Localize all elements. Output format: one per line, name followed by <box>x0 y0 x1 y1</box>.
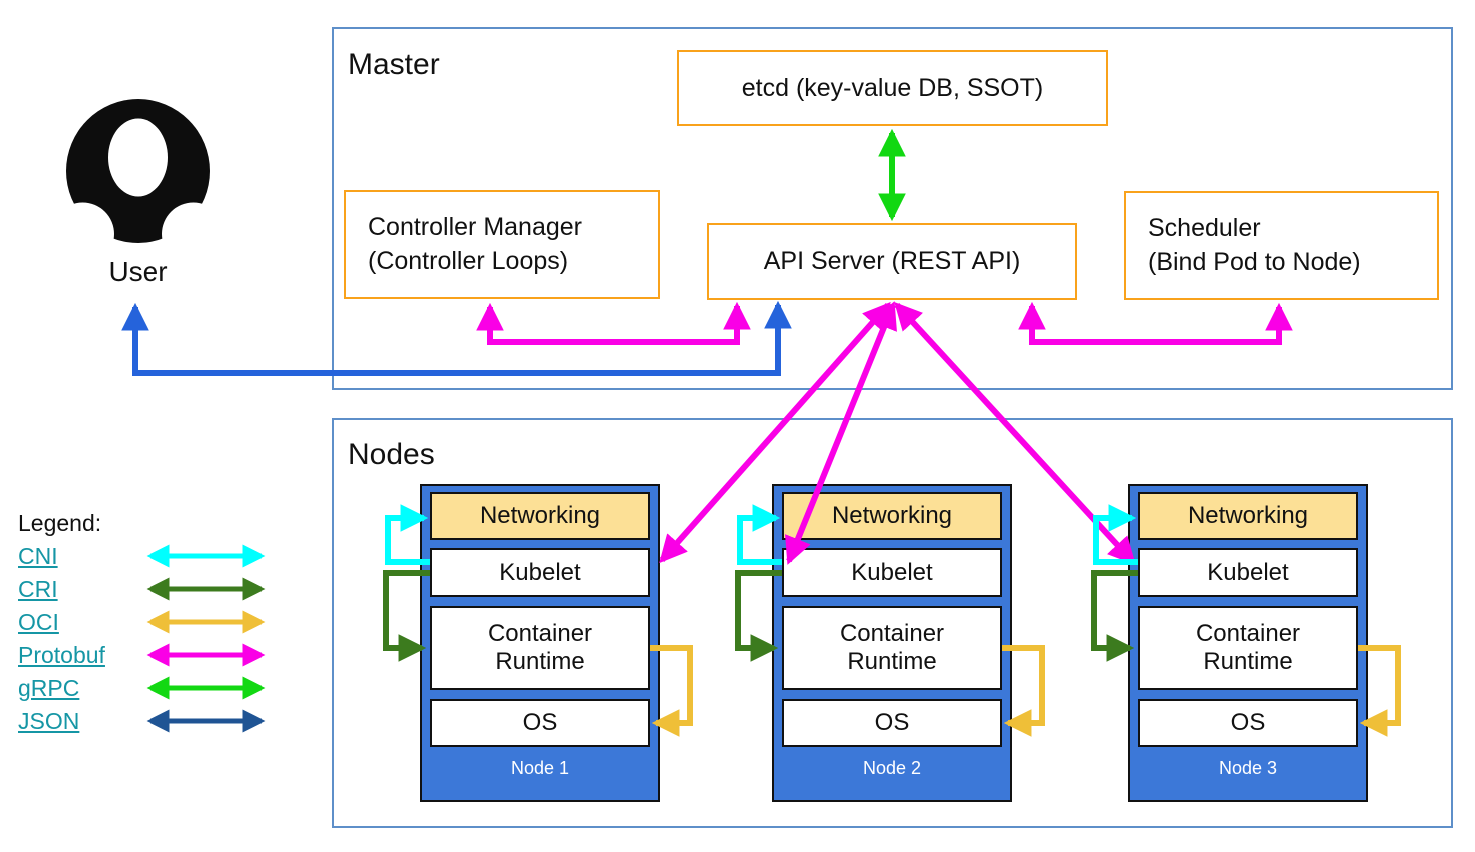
legend-arrow-protobuf <box>146 643 266 667</box>
node-1-networking: Networking <box>430 492 650 540</box>
legend-link-json[interactable]: JSON <box>18 708 80 734</box>
legend-item-protobuf: Protobuf <box>18 642 266 670</box>
legend-item-oci: OCI <box>18 609 266 637</box>
legend-link-grpc[interactable]: gRPC <box>18 675 80 701</box>
controller-manager-box: Controller Manager (Controller Loops) <box>344 190 660 299</box>
node-2-os: OS <box>782 699 1002 747</box>
legend-item-cri: CRI <box>18 576 266 604</box>
legend-arrow-json <box>146 709 266 733</box>
legend-arrow-cri <box>146 577 266 601</box>
master-title: Master <box>348 48 440 81</box>
etcd-box: etcd (key-value DB, SSOT) <box>677 50 1108 126</box>
etcd-label: etcd (key-value DB, SSOT) <box>741 73 1044 102</box>
legend-title: Legend: <box>18 510 102 536</box>
node-2-networking-label: Networking <box>831 502 953 529</box>
legend-item-grpc: gRPC <box>18 675 266 703</box>
node-3-container-runtime-label: Container Runtime <box>1195 620 1301 675</box>
node-1-kubelet-label: Kubelet <box>499 558 581 586</box>
person-icon <box>51 99 225 266</box>
legend-link-oci[interactable]: OCI <box>18 609 59 635</box>
node-2-networking: Networking <box>782 492 1002 540</box>
api-server-label: API Server (REST API) <box>763 247 1021 275</box>
node-2-container-runtime-label: Container Runtime <box>839 620 945 675</box>
node-3-networking: Networking <box>1138 492 1358 540</box>
node-2-os-label: OS <box>874 709 910 736</box>
legend-arrow-cni <box>146 544 266 568</box>
node-1-container-runtime-label: Container Runtime <box>487 620 593 675</box>
node-1: Networking Kubelet Container Runtime OS … <box>420 484 660 802</box>
legend-link-cri[interactable]: CRI <box>18 576 58 602</box>
legend-arrow-oci <box>146 610 266 634</box>
node-2-kubelet-label: Kubelet <box>851 558 933 586</box>
legend-item-json: JSON <box>18 708 266 736</box>
node-1-container-runtime: Container Runtime <box>430 606 650 690</box>
user-label: User <box>108 256 168 287</box>
scheduler-label-line2: (Bind Pod to Node) <box>1148 247 1361 276</box>
scheduler-label-line1: Scheduler <box>1148 213 1261 242</box>
node-1-os-label: OS <box>522 709 558 736</box>
node-3-name: Node 3 <box>1218 758 1278 778</box>
scheduler-box: Scheduler (Bind Pod to Node) <box>1124 191 1439 300</box>
node-2-name: Node 2 <box>862 758 922 778</box>
legend-arrow-grpc <box>146 676 266 700</box>
node-2: Networking Kubelet Container Runtime OS … <box>772 484 1012 802</box>
node-2-container-runtime: Container Runtime <box>782 606 1002 690</box>
controller-manager-label-line1: Controller Manager <box>368 212 582 241</box>
controller-manager-label-line2: (Controller Loops) <box>368 246 569 275</box>
user-icon <box>51 96 225 266</box>
legend-item-cni: CNI <box>18 543 266 571</box>
node-2-kubelet: Kubelet <box>782 548 1002 597</box>
legend-link-cni[interactable]: CNI <box>18 543 58 569</box>
node-1-name: Node 1 <box>510 758 570 778</box>
legend-link-protobuf[interactable]: Protobuf <box>18 642 105 668</box>
node-1-networking-label: Networking <box>479 502 601 529</box>
node-3-networking-label: Networking <box>1187 502 1309 529</box>
node-3-container-runtime: Container Runtime <box>1138 606 1358 690</box>
node-3-kubelet-label: Kubelet <box>1207 558 1289 586</box>
node-3-os: OS <box>1138 699 1358 747</box>
node-3: Networking Kubelet Container Runtime OS … <box>1128 484 1368 802</box>
node-1-kubelet: Kubelet <box>430 548 650 597</box>
node-1-os: OS <box>430 699 650 747</box>
nodes-title: Nodes <box>348 438 435 471</box>
node-3-kubelet: Kubelet <box>1138 548 1358 597</box>
node-3-os-label: OS <box>1230 709 1266 736</box>
api-server-box: API Server (REST API) <box>707 223 1077 300</box>
